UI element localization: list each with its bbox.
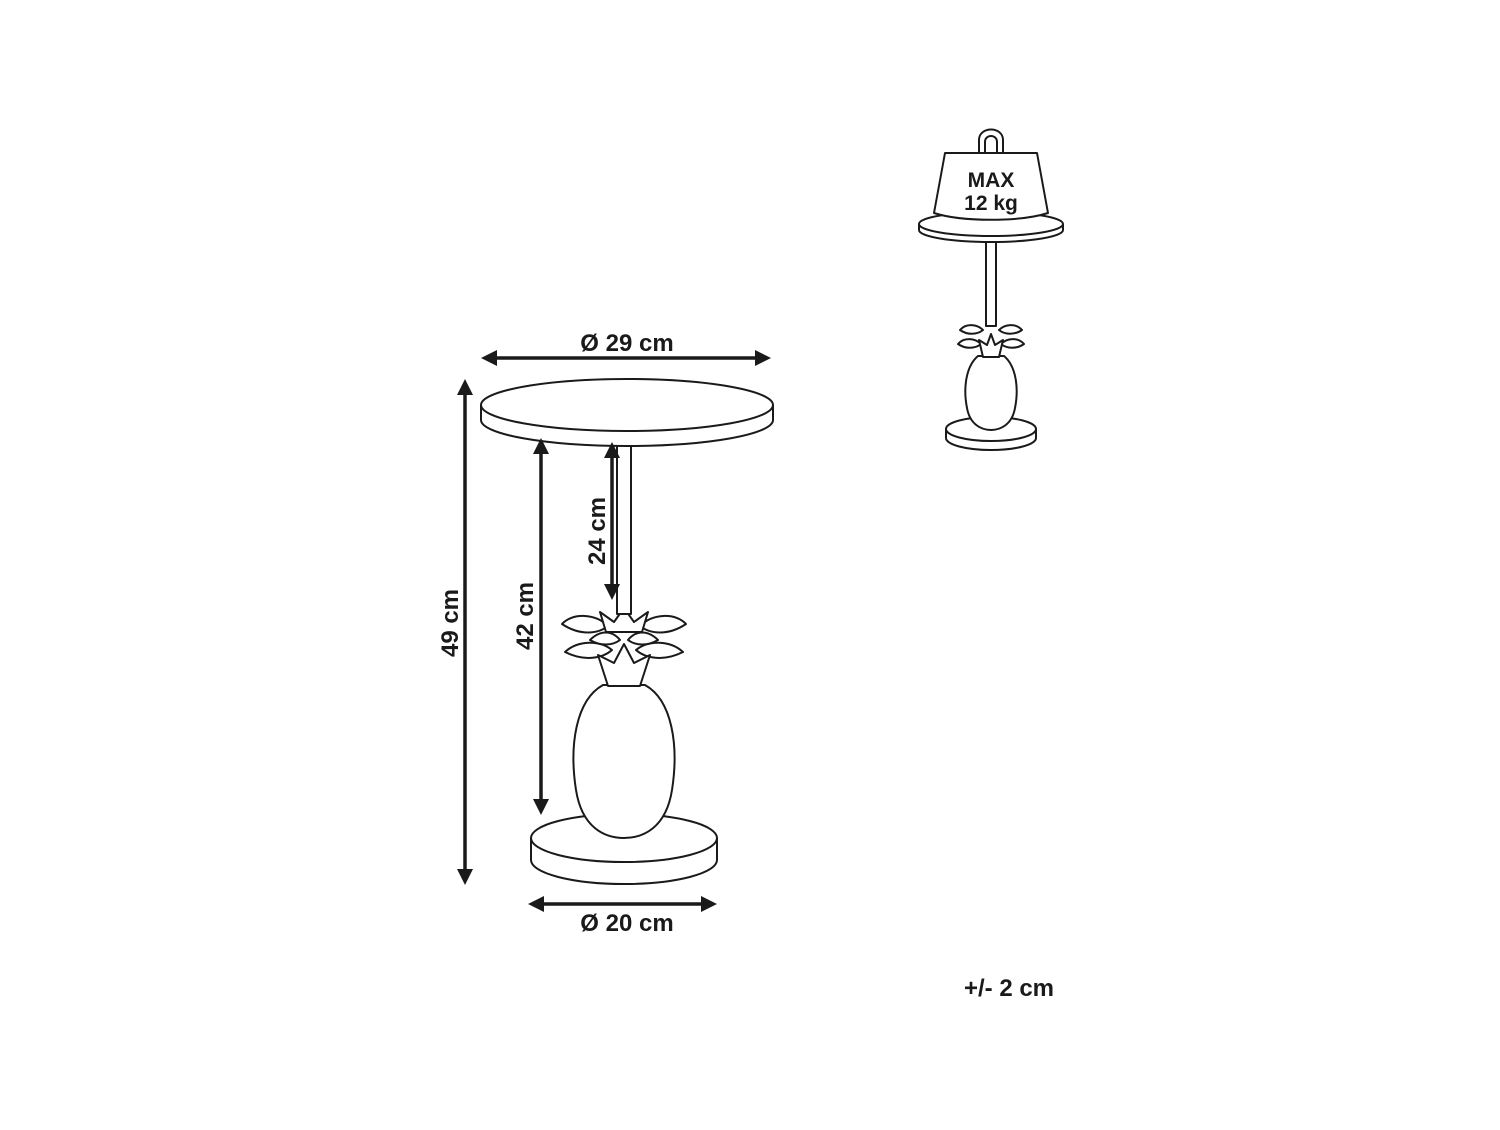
base-to-top-height-label: 42 cm: [512, 582, 539, 650]
dimension-base-to-top-height: 42 cm: [512, 438, 549, 815]
dimension-top-diameter: Ø 29 cm: [481, 330, 771, 366]
total-height-label: 49 cm: [437, 589, 464, 657]
table-stem: [616, 431, 632, 615]
max-load-value: 12 kg: [964, 192, 1018, 215]
pineapple-body: [572, 684, 676, 839]
top-diameter-label: Ø 29 cm: [580, 330, 673, 357]
tabletop: [480, 378, 774, 447]
stem-height-label: 24 cm: [584, 497, 611, 565]
load-capacity-illustration: MAX 12 kg: [918, 128, 1064, 451]
dimension-stem-height: 24 cm: [584, 442, 620, 600]
pineapple-crown: [561, 607, 687, 687]
small-table: [918, 211, 1064, 451]
base-diameter-label: Ø 20 cm: [580, 910, 673, 937]
max-label: MAX: [968, 169, 1015, 192]
dimension-total-height: 49 cm: [437, 379, 473, 885]
tolerance-note: +/- 2 cm: [964, 975, 1054, 1002]
side-table-illustration: [480, 378, 774, 885]
weight-icon: MAX 12 kg: [933, 128, 1049, 221]
dimension-base-diameter: Ø 20 cm: [528, 896, 717, 937]
